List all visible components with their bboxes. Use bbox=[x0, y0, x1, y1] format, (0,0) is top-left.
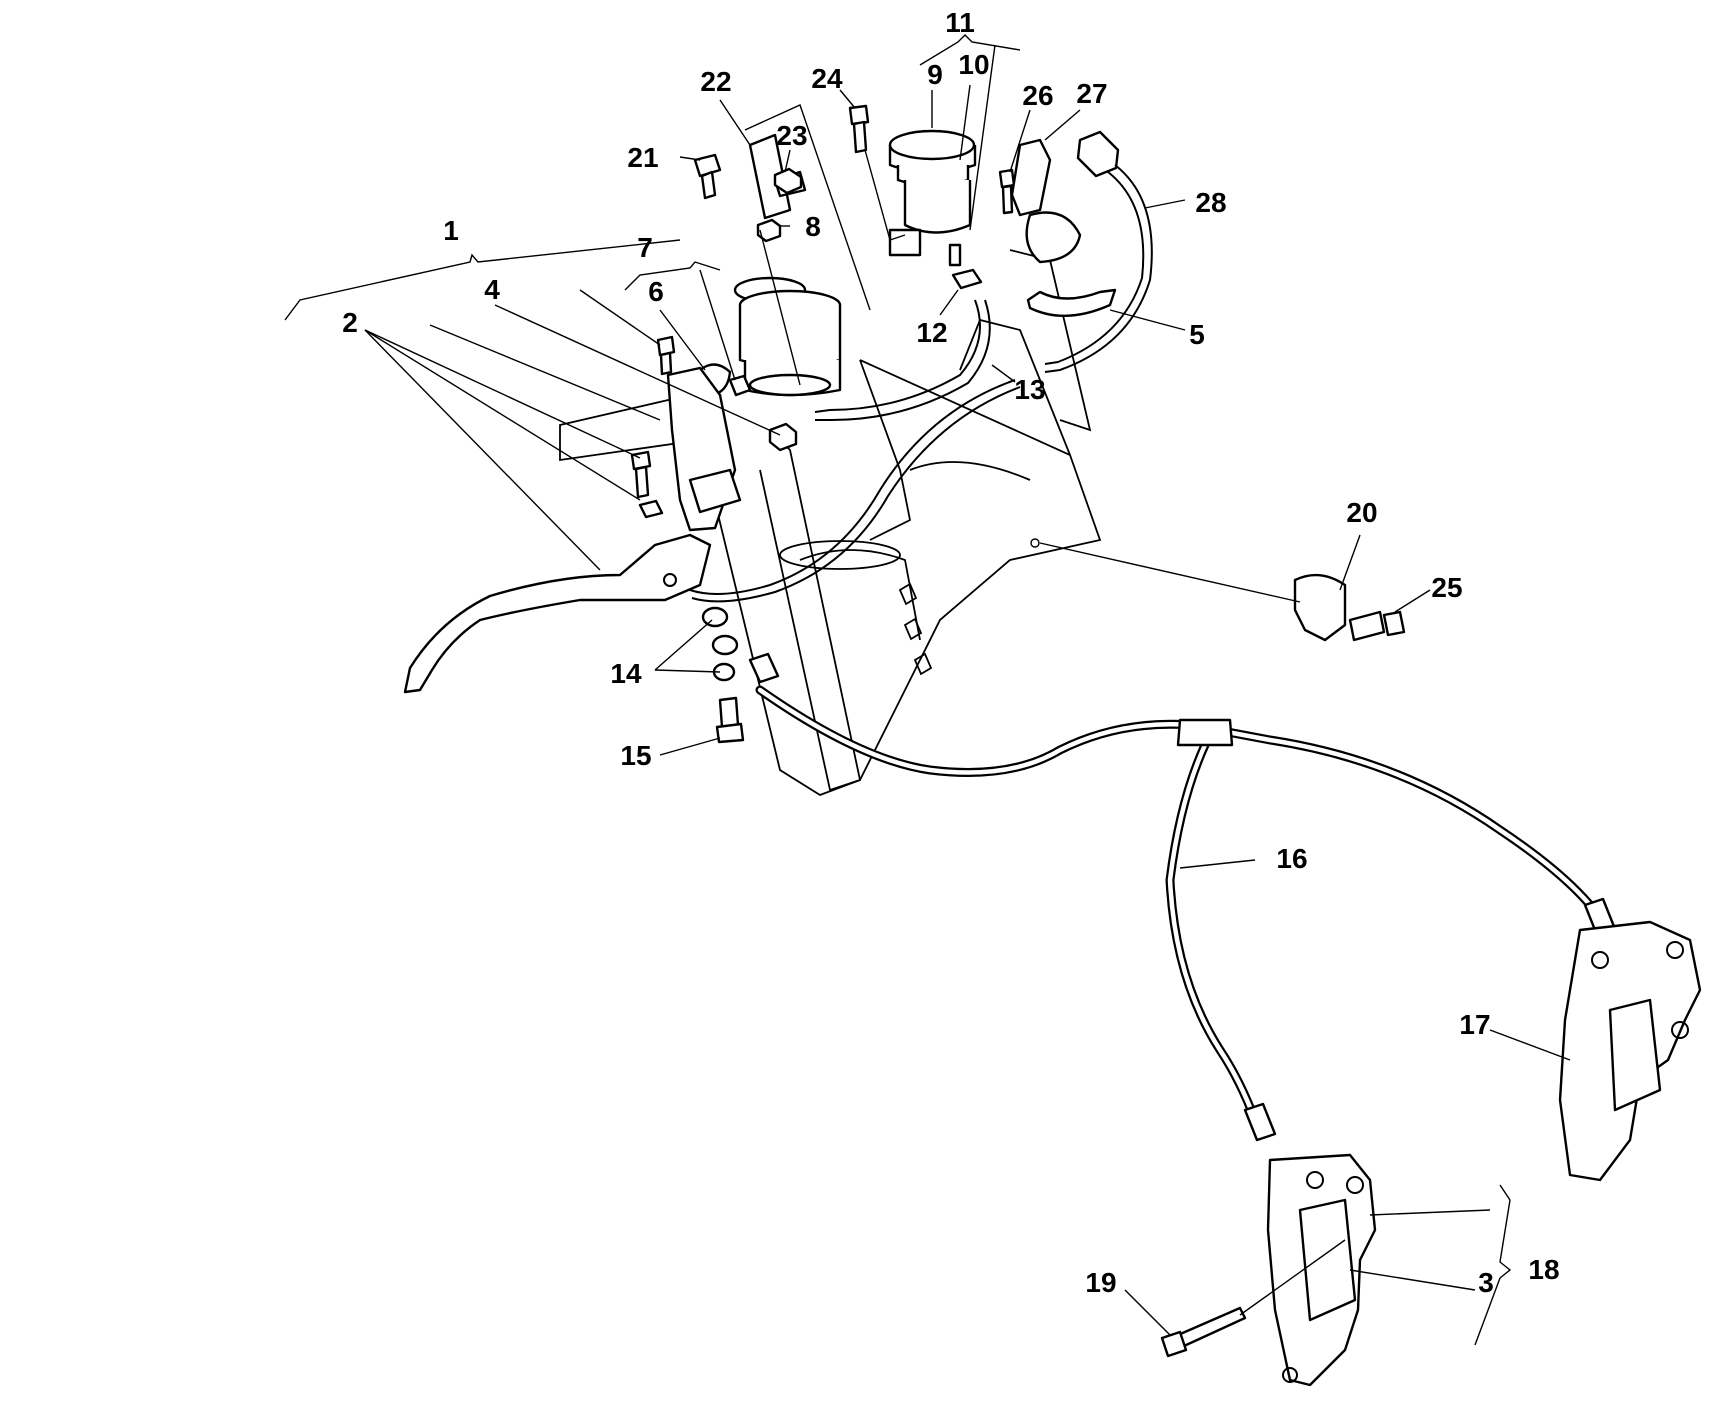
callout-5: 5 bbox=[1189, 319, 1205, 350]
callout-4: 4 bbox=[484, 274, 500, 305]
master-cylinder bbox=[733, 276, 842, 397]
callout-15: 15 bbox=[620, 740, 651, 771]
callout-17: 17 bbox=[1459, 1009, 1490, 1040]
callout-28: 28 bbox=[1195, 187, 1226, 218]
callout-22: 22 bbox=[700, 66, 731, 97]
callout-23: 23 bbox=[776, 120, 807, 151]
fluid-reservoir bbox=[888, 129, 977, 267]
hardware-bolts bbox=[630, 104, 1406, 1358]
callout-13: 13 bbox=[1014, 374, 1045, 405]
leader-lines bbox=[284, 34, 1571, 1346]
callout-10: 10 bbox=[958, 49, 989, 80]
brake-calipers bbox=[1266, 920, 1702, 1387]
brake-lever bbox=[403, 533, 712, 694]
callout-27: 27 bbox=[1076, 78, 1107, 109]
callout-24: 24 bbox=[811, 63, 843, 94]
callout-labels: 1 2 3 4 5 6 7 8 9 10 11 12 13 14 15 16 1… bbox=[342, 7, 1559, 1298]
callout-11: 11 bbox=[945, 7, 975, 38]
callout-7: 7 bbox=[637, 232, 653, 263]
callout-18: 18 bbox=[1528, 1254, 1559, 1285]
callout-21: 21 bbox=[627, 142, 658, 173]
callout-16: 16 bbox=[1276, 843, 1307, 874]
callout-12: 12 bbox=[916, 317, 947, 348]
callout-14: 14 bbox=[610, 658, 642, 689]
callout-3: 3 bbox=[1478, 1267, 1494, 1298]
callout-6: 6 bbox=[648, 276, 664, 307]
callout-20: 20 bbox=[1346, 497, 1377, 528]
callout-2: 2 bbox=[342, 307, 358, 338]
callout-19: 19 bbox=[1085, 1267, 1116, 1298]
callout-1: 1 bbox=[443, 215, 459, 246]
callout-8: 8 bbox=[805, 211, 821, 242]
callout-9: 9 bbox=[927, 59, 943, 90]
callout-26: 26 bbox=[1022, 80, 1053, 111]
callout-25: 25 bbox=[1431, 572, 1462, 603]
